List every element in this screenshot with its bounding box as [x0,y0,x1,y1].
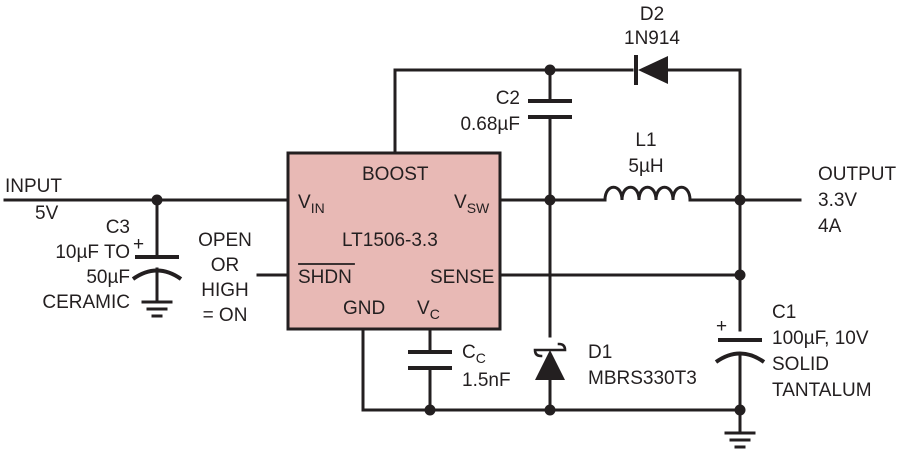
junctions [151,64,746,416]
c3-value-2: 50µF [86,267,130,288]
c1-polarity: + [716,316,727,337]
c3-value-3: CERAMIC [42,292,130,313]
pin-gnd-label: GND [343,298,385,319]
output-voltage: 3.3V [818,190,857,211]
wires [3,68,802,435]
ic-lt1506: BOOST VIN VSW LT1506-3.3 SHDN SENSE GND … [286,151,502,331]
c3-plate-curved [131,268,183,281]
input-voltage: 5V [35,203,59,224]
ic-body [286,151,502,331]
capacitor-cc [408,350,452,370]
pin-boost-label: BOOST [362,164,429,185]
c1-ref: C1 [772,302,796,323]
d1-ref: D1 [588,342,612,363]
d1-triangle [535,350,565,380]
labels: INPUT 5V C3 10µF TO 50µF CERAMIC OPEN OR… [5,4,897,401]
d2-part: 1N914 [624,28,680,49]
wire-d2-right [666,68,742,202]
junction-dot [544,404,556,416]
pin-vc-label: VC [417,298,440,322]
c1-value-1: 100µF, 10V [772,328,869,349]
pin-shdn-label: SHDN [298,267,352,288]
junction-dot [734,269,746,281]
inductor-l1 [603,185,692,202]
output-current: 4A [818,216,842,237]
c3-polarity: + [133,234,144,255]
ground-c3 [141,300,173,318]
capacitor-c1: + [714,316,766,364]
diode-d1 [533,342,567,380]
pin-sense-label: SENSE [430,267,494,288]
junction-dot [544,194,556,206]
cc-value: 1.5nF [462,370,511,391]
ground-output [724,431,756,449]
pin-vsw-label: VSW [454,192,490,216]
c1-value-3: TANTALUM [772,380,872,401]
d1-part: MBRS330T3 [588,368,697,389]
l1-value: 5µH [628,156,663,177]
shdn-note-1: OPEN [198,230,252,251]
c2-ref: C2 [496,88,520,109]
d2-triangle [638,56,668,84]
diode-d2 [634,55,668,85]
d2-ref: D2 [640,4,664,25]
ic-part-number: LT1506-3.3 [342,230,438,251]
c3-ref: C3 [106,217,130,238]
junction-dot [424,404,436,416]
shdn-note-4: = ON [203,305,248,326]
d1-schottky-bar [533,342,567,358]
c2-value: 0.68µF [460,114,520,135]
wire-boost [393,68,634,155]
cc-ref: CC [462,342,486,366]
c3-value-1: 10µF TO [55,242,130,263]
junction-dot [544,64,556,76]
input-label: INPUT [5,176,62,197]
shdn-note-2: OR [211,255,240,276]
junction-dot [734,404,746,416]
pin-vin-label: VIN [298,192,325,216]
shdn-note-3: HIGH [201,280,249,301]
output-label: OUTPUT [818,164,897,185]
wire-gnd [361,327,742,412]
junction-dot [151,194,163,206]
c1-value-2: SOLID [772,354,829,375]
junction-dot [734,194,746,206]
capacitor-c2 [528,99,572,119]
l1-ref: L1 [635,130,656,151]
capacitor-c3: + [131,234,183,281]
c1-plate-curved [714,351,766,364]
